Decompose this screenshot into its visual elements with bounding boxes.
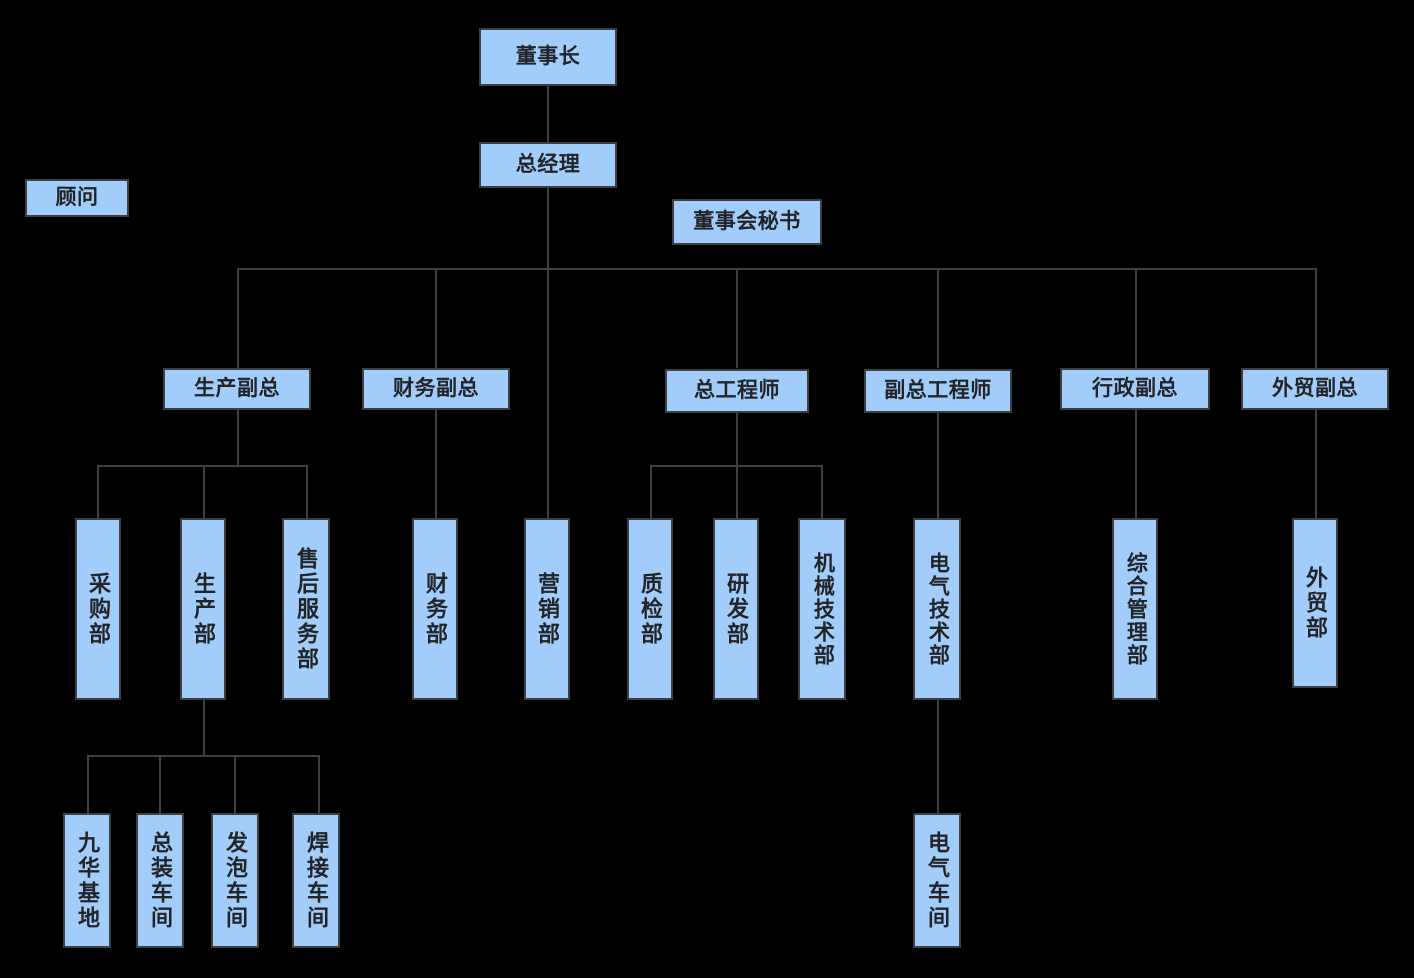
node-vp-admin[interactable]: 行政副总 <box>1060 368 1210 410</box>
node-general-manager[interactable]: 总经理 <box>479 142 617 188</box>
connector-bus-to-deputy-chief-engineer <box>937 268 939 368</box>
node-dept-purchasing[interactable]: 采购部 <box>75 518 121 700</box>
connector-main-bus <box>237 268 1316 270</box>
connector-bus-to-vp-finance <box>435 268 437 368</box>
connector-gm-trunk <box>547 188 549 518</box>
connector-vp-admin-to-dept-general-admin <box>1135 410 1137 518</box>
connector-dept-elec-tech-to-ws-electrical <box>937 700 939 813</box>
connector-to-dept-aftersales <box>306 465 308 518</box>
connector-to-dept-mech-tech <box>821 465 823 518</box>
node-vp-finance[interactable]: 财务副总 <box>362 368 510 410</box>
node-deputy-chief-engineer[interactable]: 副总工程师 <box>864 369 1012 413</box>
connector-to-dept-purchasing <box>97 465 99 518</box>
node-vp-foreign-trade[interactable]: 外贸副总 <box>1241 368 1389 410</box>
connector-to-dept-production <box>203 465 205 518</box>
connector-to-ws-assembly <box>159 755 161 813</box>
connector-workshop-bus <box>87 755 319 757</box>
connector-bus-to-chief-engineer <box>736 268 738 368</box>
node-chairman[interactable]: 董事长 <box>479 28 617 86</box>
connector-to-ws-foaming <box>234 755 236 813</box>
connector-production-sub-bus <box>97 465 308 467</box>
node-dept-elec-tech[interactable]: 电气技术部 <box>913 518 961 700</box>
connector-bus-to-vp-admin <box>1135 268 1137 368</box>
connector-deputy-chief-to-dept-elec-tech <box>937 413 939 518</box>
node-dept-aftersales[interactable]: 售后服务部 <box>282 518 330 700</box>
node-dept-rd[interactable]: 研发部 <box>713 518 759 700</box>
connector-dept-production-stem <box>203 700 205 756</box>
node-chief-engineer[interactable]: 总工程师 <box>665 369 809 413</box>
node-dept-mech-tech[interactable]: 机械技术部 <box>798 518 846 700</box>
connector-bus-to-vp-foreign-trade <box>1315 268 1317 368</box>
connector-vp-production-stem <box>237 410 239 466</box>
node-vp-production[interactable]: 生产副总 <box>163 368 311 410</box>
node-dept-marketing[interactable]: 营销部 <box>524 518 570 700</box>
node-dept-foreign-trade[interactable]: 外贸部 <box>1292 518 1338 688</box>
connector-to-ws-jiuhua-base <box>87 755 89 813</box>
connector-to-dept-quality <box>650 465 652 518</box>
connector-to-dept-rd <box>736 465 738 518</box>
node-board-secretary[interactable]: 董事会秘书 <box>672 199 822 245</box>
node-ws-foaming[interactable]: 发泡车间 <box>211 813 259 948</box>
connector-chief-engineer-stem <box>736 413 738 466</box>
node-ws-welding[interactable]: 焊接车间 <box>292 813 340 948</box>
connector-vp-foreign-trade-to-dept <box>1315 410 1317 518</box>
connector-chairman-to-gm <box>547 86 549 142</box>
connector-to-ws-welding <box>318 755 320 813</box>
node-dept-production[interactable]: 生产部 <box>180 518 226 700</box>
connector-bus-to-vp-production <box>237 268 239 368</box>
connector-vp-finance-to-dept-finance <box>435 410 437 518</box>
node-ws-assembly[interactable]: 总装车间 <box>136 813 184 948</box>
node-dept-quality[interactable]: 质检部 <box>627 518 673 700</box>
node-ws-electrical[interactable]: 电气车间 <box>913 813 961 948</box>
node-advisor[interactable]: 顾问 <box>25 179 129 217</box>
node-dept-finance[interactable]: 财务部 <box>412 518 458 700</box>
node-dept-general-admin[interactable]: 综合管理部 <box>1112 518 1158 700</box>
node-ws-jiuhua-base[interactable]: 九华基地 <box>63 813 111 948</box>
